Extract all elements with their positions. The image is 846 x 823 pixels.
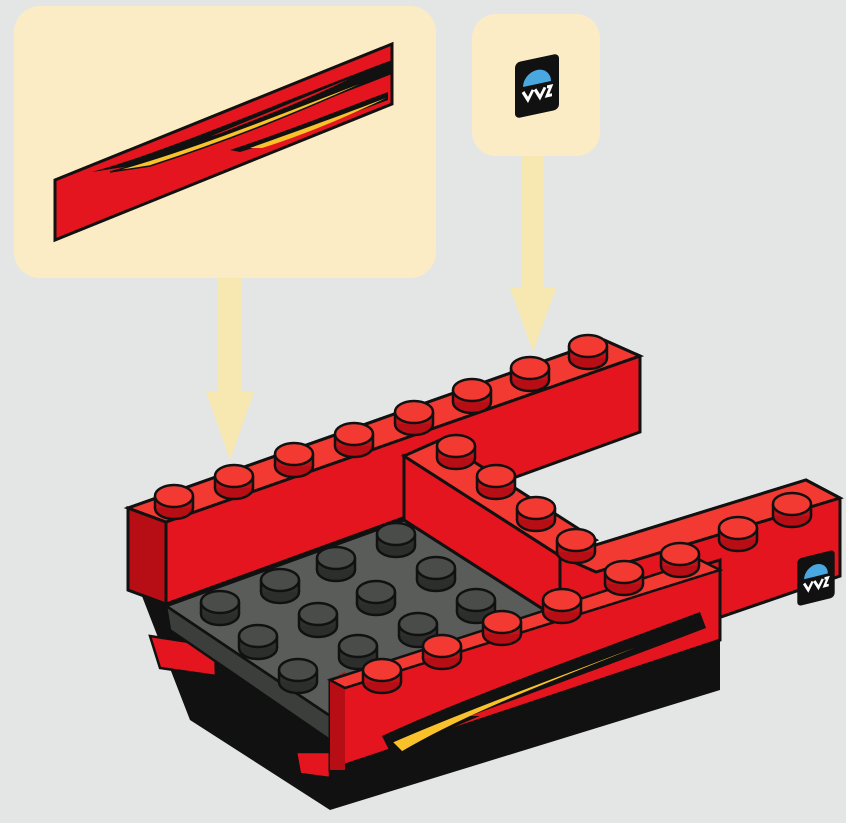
arrow-right: [510, 156, 556, 352]
applied-logo-sticker: [797, 550, 834, 607]
arrow-left: [206, 278, 254, 460]
logo-sticker-part: [515, 53, 559, 118]
callout-logo-sticker: [472, 14, 600, 156]
callout-flame-sticker: [14, 6, 436, 278]
